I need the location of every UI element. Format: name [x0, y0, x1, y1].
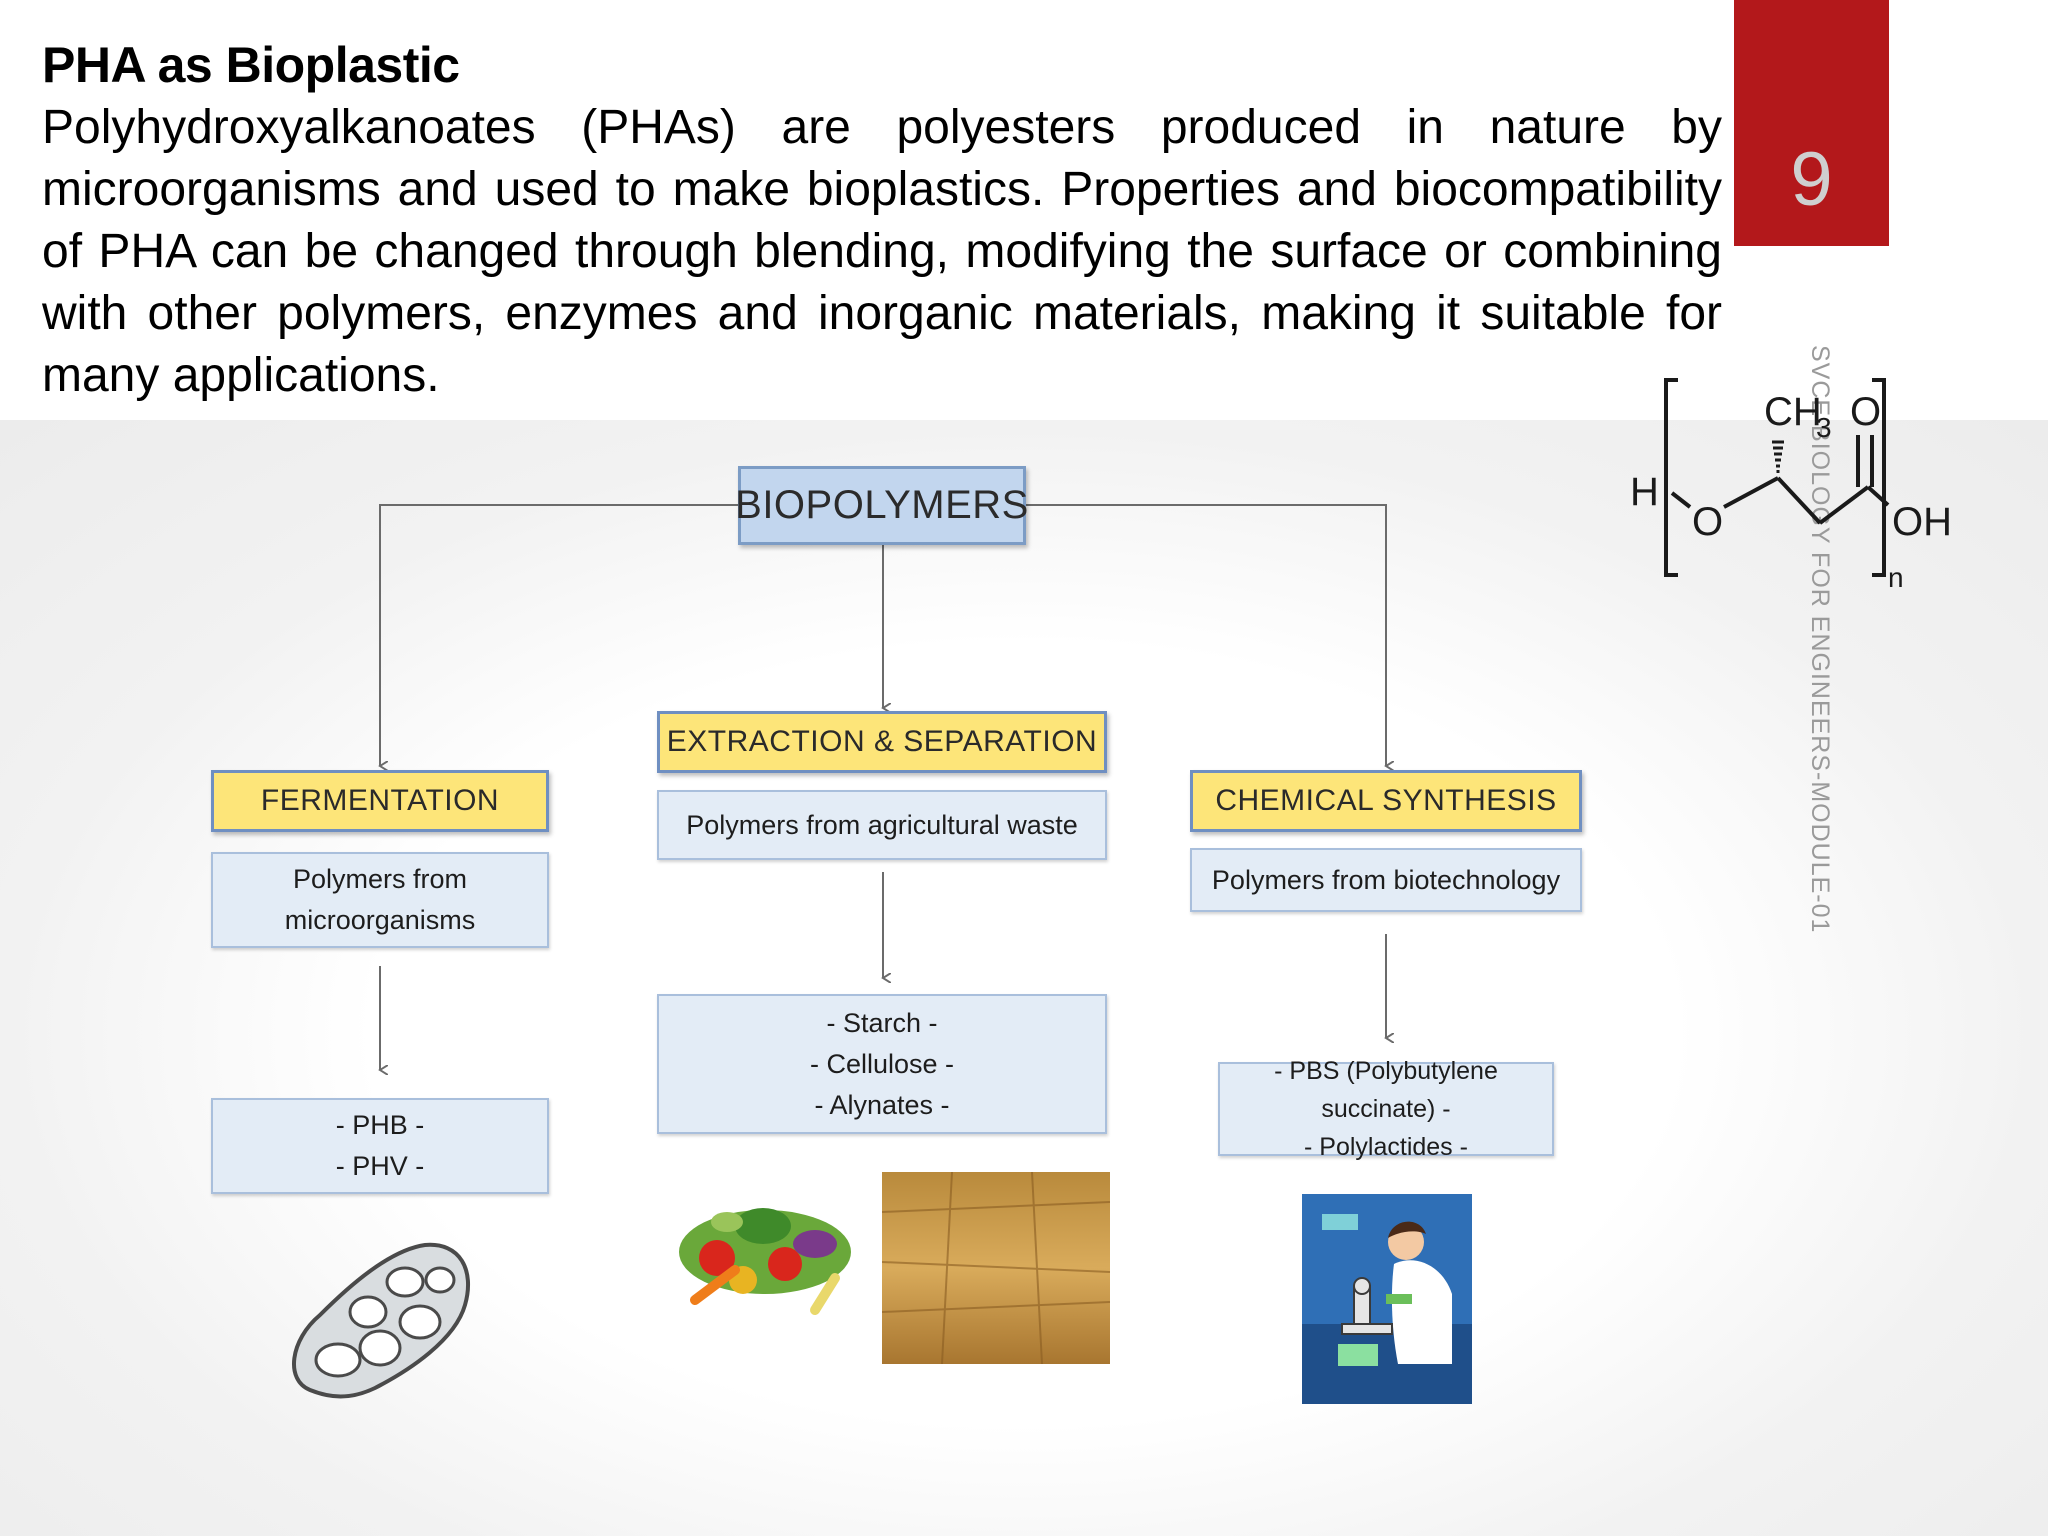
connector-root-synthesis	[1026, 504, 1386, 766]
carbonyl-oxygen-label: O	[1850, 390, 1881, 434]
extraction-source-line: Polymers from agricultural waste	[686, 809, 1078, 840]
synthesis-source-box: Polymers from biotechnology	[1190, 848, 1582, 912]
hay-bales-image	[882, 1172, 1110, 1364]
product-polylactides: - Polylactides -	[1304, 1133, 1468, 1161]
slide-title: PHA as Bioplastic	[42, 37, 460, 93]
right-bracket	[1872, 378, 1886, 577]
product-pbs: - PBS (Polybutylene succinate) -	[1274, 1057, 1498, 1123]
extraction-source-box: Polymers from agricultural waste	[657, 790, 1107, 860]
fermentation-source-line: Polymers from	[292, 864, 468, 894]
pha-chemical-structure: H O CH 3 O OH n	[1620, 365, 2048, 605]
ester-oxygen-label: O	[1692, 500, 1723, 544]
synthesis-source-line: Polymers from biotechnology	[1211, 864, 1561, 895]
fermentation-source-box: Polymers from microorganisms	[211, 852, 549, 948]
page-number: 9	[1790, 137, 1833, 222]
extraction-separation-box: EXTRACTION & SEPARATION	[657, 711, 1107, 773]
left-bracket	[1664, 378, 1678, 577]
methyl-subscript: 3	[1816, 412, 1832, 443]
fermentation-box: FERMENTATION	[211, 770, 549, 832]
hydroxyl-label: OH	[1892, 500, 1952, 544]
product-alynates: - Alynates -	[814, 1089, 950, 1120]
product-phv: - PHV -	[335, 1151, 425, 1181]
methyl-label: CH	[1764, 390, 1822, 434]
product-phb: - PHB -	[335, 1110, 425, 1140]
page-number-tab: 9	[1734, 0, 1889, 246]
synthesis-products-box: - PBS (Polybutylene succinate) - - Polyl…	[1218, 1057, 1554, 1161]
product-starch: - Starch -	[826, 1007, 938, 1038]
scientist-with-microscope-image	[1302, 1194, 1472, 1404]
vegetables-icon	[679, 1208, 851, 1315]
connector-root-fermentation	[380, 504, 738, 766]
fermentation-products-box: - PHB - - PHV -	[211, 1098, 549, 1194]
hydrogen-label: H	[1630, 470, 1659, 514]
product-cellulose: - Cellulose -	[809, 1048, 955, 1079]
repeat-n-label: n	[1888, 562, 1904, 593]
chemical-synthesis-box: CHEMICAL SYNTHESIS	[1190, 770, 1582, 832]
slide-body-text: Polyhydroxyalkanoates (PHAs) are polyest…	[42, 101, 1722, 402]
biopolymers-root-box: BIOPOLYMERS	[735, 466, 1028, 545]
fermentation-source-line: microorganisms	[284, 905, 476, 935]
extraction-products-box: - Starch - - Cellulose - - Alynates -	[657, 994, 1107, 1134]
microorganism-cell-icon	[292, 1242, 471, 1399]
